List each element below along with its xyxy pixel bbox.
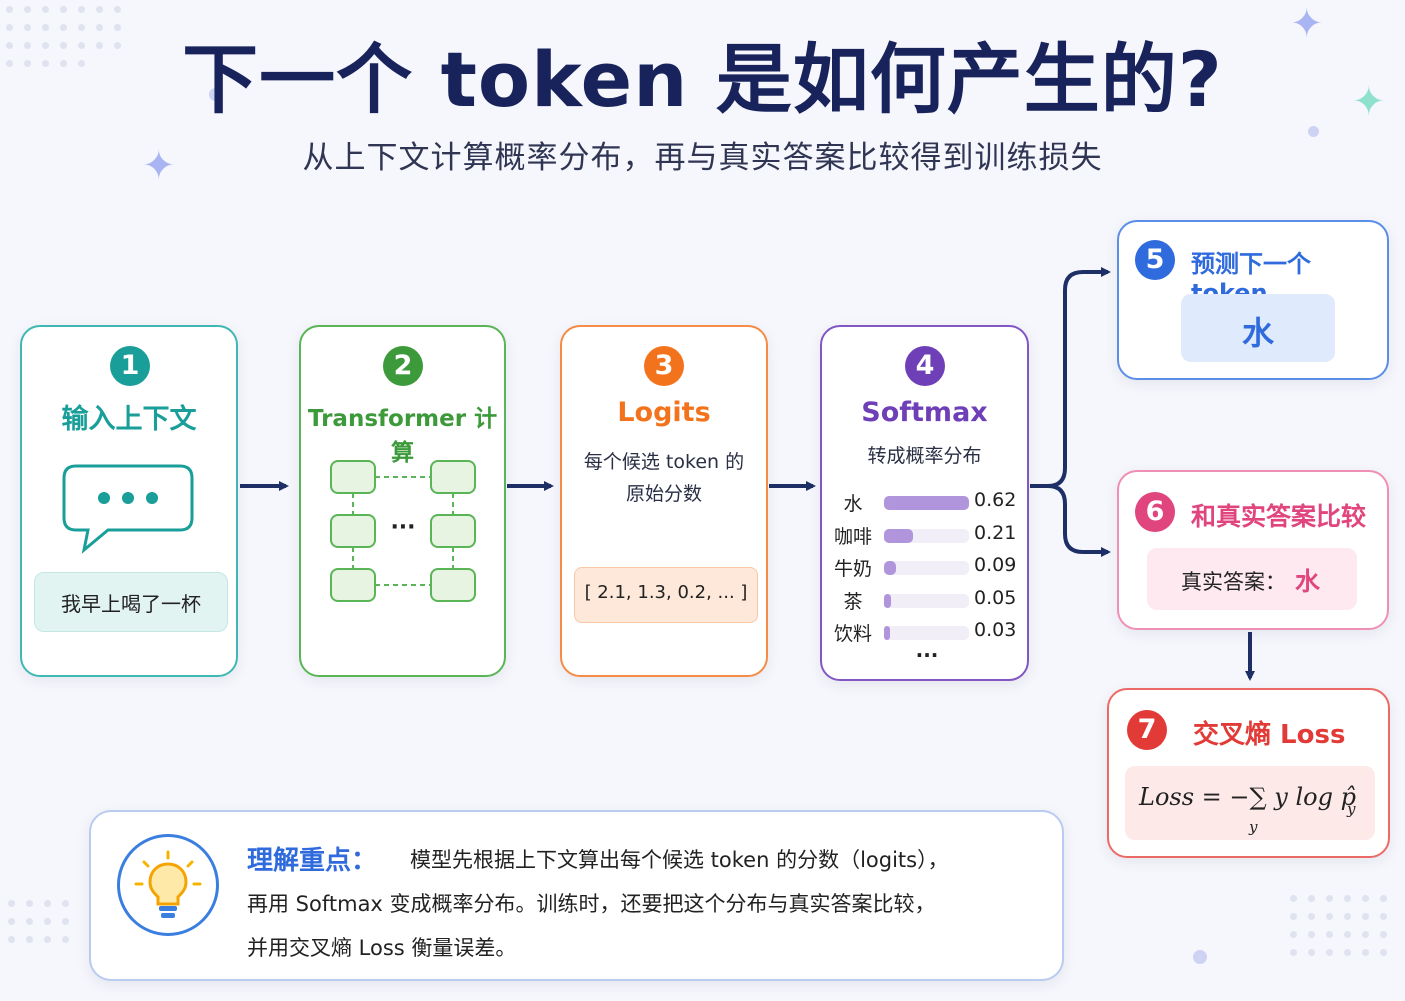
probability-row: 咖啡 0.21 bbox=[822, 520, 1027, 550]
probability-bar-track bbox=[884, 561, 969, 575]
logits-value-box bbox=[574, 567, 758, 623]
page-subtitle: 从上下文计算概率分布，再与真实答案比较得到训练损失 bbox=[302, 140, 1103, 176]
note-line-2: 再用 Softmax 变成概率分布。训练时，还要把这个分布与真实答案比较， bbox=[247, 892, 936, 916]
candidate-token-label: 水 bbox=[843, 493, 863, 515]
ground-truth-label: 真实答案： bbox=[1181, 570, 1286, 594]
key-point-note bbox=[89, 810, 1064, 981]
probability-bar bbox=[884, 528, 913, 543]
step-number: 4 bbox=[905, 346, 945, 386]
decor-dot bbox=[1308, 126, 1319, 137]
probability-row: 茶 0.05 bbox=[822, 585, 1027, 615]
step-title: Softmax bbox=[861, 397, 988, 428]
step-4-softmax-card: 4 Softmax 转成概率分布 水 0.62 咖啡 0.21 牛奶 0.09 茶 0.05 饮… bbox=[820, 325, 1029, 681]
prediction-box bbox=[1181, 294, 1335, 362]
note-line-3: 并用交叉熵 Loss 衡量误差。 bbox=[247, 936, 517, 960]
more-ellipsis: ··· bbox=[915, 643, 939, 667]
decor-dots-bottom-left bbox=[8, 900, 69, 943]
probability-bar-track bbox=[884, 626, 969, 640]
step-3-logits-card: 3 Logits 每个候选 token 的 原始分数 [ 2.1, 1.3, 0… bbox=[560, 325, 768, 677]
step-title: 输入上下文 bbox=[61, 404, 197, 435]
step-5-predict-card: 5 预测下一个 token 水 bbox=[1117, 220, 1389, 380]
prediction-value: 水 bbox=[1241, 314, 1274, 352]
note-line-1: 模型先根据上下文算出每个候选 token 的分数（logits）， bbox=[410, 848, 949, 872]
probability-row: 饮料 0.03 bbox=[822, 617, 1027, 647]
loss-formula: Loss = −∑ y log p̂ bbox=[1139, 783, 1356, 811]
probability-value: 0.09 bbox=[974, 554, 1017, 576]
decor-dot bbox=[1193, 950, 1207, 964]
probability-value: 0.62 bbox=[974, 489, 1017, 511]
step-description-line1: 每个候选 token 的 bbox=[583, 451, 745, 473]
step-title: Transformer 计算 bbox=[307, 406, 498, 466]
step-7-loss-card: 7 交叉熵 Loss Loss = −∑ y log p̂ y y bbox=[1107, 688, 1390, 858]
ellipsis: ··· bbox=[390, 515, 416, 540]
probability-bar bbox=[884, 561, 897, 575]
step-description-line2: 原始分数 bbox=[625, 483, 702, 505]
step-number: 1 bbox=[110, 346, 150, 386]
step-description: 转成概率分布 bbox=[867, 445, 982, 467]
candidate-token-label: 茶 bbox=[843, 590, 863, 613]
probability-bar bbox=[884, 626, 890, 640]
sparkle-icon: ✦ bbox=[142, 143, 176, 189]
step-number: 2 bbox=[383, 346, 423, 386]
decor-dots-top-left bbox=[6, 6, 121, 67]
step-title: 交叉熵 Loss bbox=[1193, 720, 1346, 750]
probability-bar-track bbox=[884, 528, 969, 543]
probability-row: 牛奶 0.09 bbox=[822, 552, 1027, 582]
probability-row: 水 0.62 bbox=[822, 487, 1027, 517]
formula-box bbox=[1125, 766, 1375, 840]
page-title: 下一个 token 是如何产生的? bbox=[182, 35, 1223, 124]
step-6-compare-card: 6 和真实答案比较 真实答案： 水 bbox=[1117, 470, 1389, 630]
step-title: Logits bbox=[617, 397, 711, 428]
candidate-token-label: 咖啡 bbox=[834, 525, 873, 548]
context-input-text: 我早上喝了一杯 bbox=[61, 592, 201, 616]
candidate-token-label: 牛奶 bbox=[834, 558, 873, 580]
step-number: 7 bbox=[1127, 710, 1167, 750]
step-number: 6 bbox=[1135, 492, 1175, 532]
chat-bubble-icon bbox=[62, 464, 194, 554]
context-input-box bbox=[34, 572, 228, 632]
step-1-input-card: 1 输入上下文 我早上喝了一杯 bbox=[20, 325, 238, 677]
probability-bar bbox=[884, 496, 969, 510]
ground-truth-value: 水 bbox=[1295, 567, 1321, 596]
step-title: 和真实答案比较 bbox=[1191, 502, 1367, 531]
probability-bar-track bbox=[884, 593, 969, 608]
candidate-token-label: 饮料 bbox=[834, 623, 873, 645]
probability-value: 0.21 bbox=[974, 521, 1017, 544]
probability-bar bbox=[884, 593, 891, 608]
sparkle-icon: ✦ bbox=[1290, 1, 1324, 47]
network-grid-icon bbox=[330, 460, 476, 602]
step-number: 3 bbox=[644, 346, 684, 386]
sparkle-icon: ✦ bbox=[1352, 79, 1386, 125]
formula-subscript-y: y bbox=[1347, 800, 1356, 818]
probability-value: 0.05 bbox=[974, 586, 1017, 609]
decor-dots-bottom-right bbox=[1290, 895, 1387, 956]
lightbulb-icon bbox=[134, 850, 202, 918]
ground-truth-box bbox=[1147, 548, 1357, 610]
arrow-4-6 bbox=[1047, 484, 1111, 557]
step-2-transformer-card: 2 Transformer 计算 ··· bbox=[299, 325, 506, 677]
note-heading: 理解重点： bbox=[247, 846, 378, 876]
formula-sum-subscript-y: y bbox=[1249, 818, 1258, 836]
decor-dot bbox=[209, 88, 222, 101]
logits-value-text: [ 2.1, 1.3, 0.2, ... ] bbox=[584, 582, 748, 603]
probability-value: 0.03 bbox=[974, 619, 1017, 641]
probability-bar-track bbox=[884, 496, 969, 510]
step-number: 5 bbox=[1135, 240, 1175, 280]
arrow-4-5 bbox=[1030, 267, 1111, 488]
